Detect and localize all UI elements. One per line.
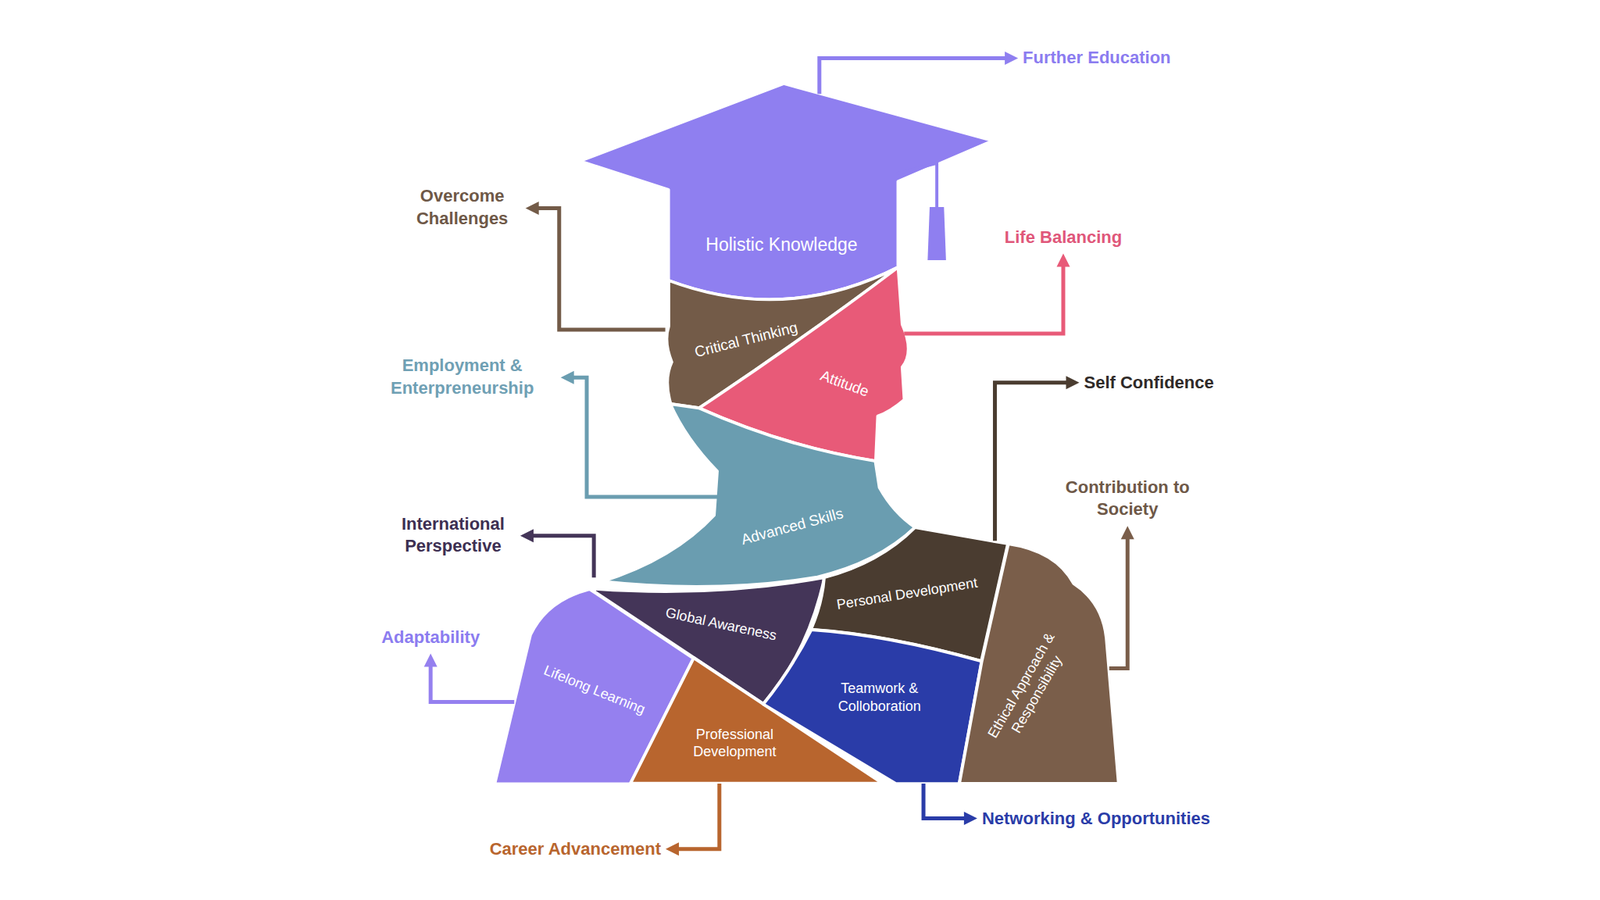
arrow-line <box>529 535 594 579</box>
outcome-text: Employment & Enterpreneurship <box>368 355 557 400</box>
segment-fill <box>579 83 993 300</box>
segment-text: Teamwork & Colloboration <box>825 679 935 715</box>
outcome-label: Adaptability <box>378 624 483 652</box>
outcome-arrow <box>903 253 1070 334</box>
arrow-head <box>525 201 540 215</box>
tassel <box>897 163 937 210</box>
silhouette-segment: Teamwork & Colloboration <box>763 629 983 784</box>
segment-shape <box>579 93 993 307</box>
segment-text: Holistic Knowledge <box>705 233 858 257</box>
outcome-text: Further Education <box>1022 46 1171 70</box>
arrow-line <box>994 382 1070 541</box>
outcome-label: Contribution to Society <box>1062 474 1193 524</box>
outcome-label: Self Confidence <box>1081 368 1216 397</box>
silhouette-segment: Holistic Knowledge <box>579 93 993 307</box>
segment-fill <box>959 543 1119 784</box>
outcome-text: Overcome Challenges <box>403 185 522 231</box>
outcome-text: International Perspective <box>390 513 516 558</box>
outcome-label: Networking & Opportunities <box>979 804 1213 833</box>
arrow-line <box>923 783 968 818</box>
arrow-head <box>1121 525 1135 540</box>
outcome-arrow <box>520 528 594 578</box>
outcome-label: Employment & Enterpreneurship <box>366 353 559 403</box>
arrow-line <box>903 263 1064 334</box>
segment-fill <box>602 403 916 587</box>
arrow-head <box>560 371 575 385</box>
arrow-line <box>570 377 718 497</box>
tassel <box>927 207 947 261</box>
segment-fill <box>763 629 983 784</box>
arrow-head <box>964 811 978 825</box>
outcome-text: Contribution to Society <box>1064 476 1190 522</box>
outcome-arrow <box>994 375 1079 541</box>
outcome-text: Life Balancing <box>1004 226 1122 250</box>
arrow-head <box>1065 375 1079 390</box>
outcome-label: Life Balancing <box>1002 224 1125 252</box>
outcome-arrow <box>560 371 718 497</box>
outcome-text: Career Advancement <box>489 837 661 861</box>
segment-text: Professional Development <box>683 725 786 761</box>
silhouette-segment: Ethical Approach & Responsibility <box>959 543 1110 784</box>
outcome-label: International Perspective <box>388 510 518 561</box>
arrow-line <box>1109 535 1129 668</box>
outcome-text: Networking & Opportunities <box>982 807 1211 830</box>
outcome-label: Further Education <box>1020 44 1173 72</box>
arrow-head <box>520 528 534 543</box>
outcome-arrow <box>665 783 720 856</box>
outcome-arrow <box>819 51 1018 94</box>
arrow-head <box>1004 51 1018 65</box>
outcome-arrow <box>923 783 978 825</box>
outcome-label: Overcome Challenges <box>401 183 524 233</box>
arrow-line <box>535 207 666 329</box>
arrow-line <box>819 57 1009 94</box>
arrow-line <box>430 663 515 703</box>
outcome-arrow <box>424 653 515 703</box>
outcome-text: Self Confidence <box>1083 371 1214 394</box>
outcome-text: Adaptability <box>381 626 480 650</box>
arrow-head <box>665 842 679 856</box>
outcome-arrow <box>525 201 666 330</box>
arrow-head <box>1056 253 1070 268</box>
arrow-line <box>675 783 720 850</box>
outcome-arrow <box>1109 525 1135 668</box>
arrow-head <box>424 653 438 668</box>
outcome-label: Career Advancement <box>487 835 664 863</box>
